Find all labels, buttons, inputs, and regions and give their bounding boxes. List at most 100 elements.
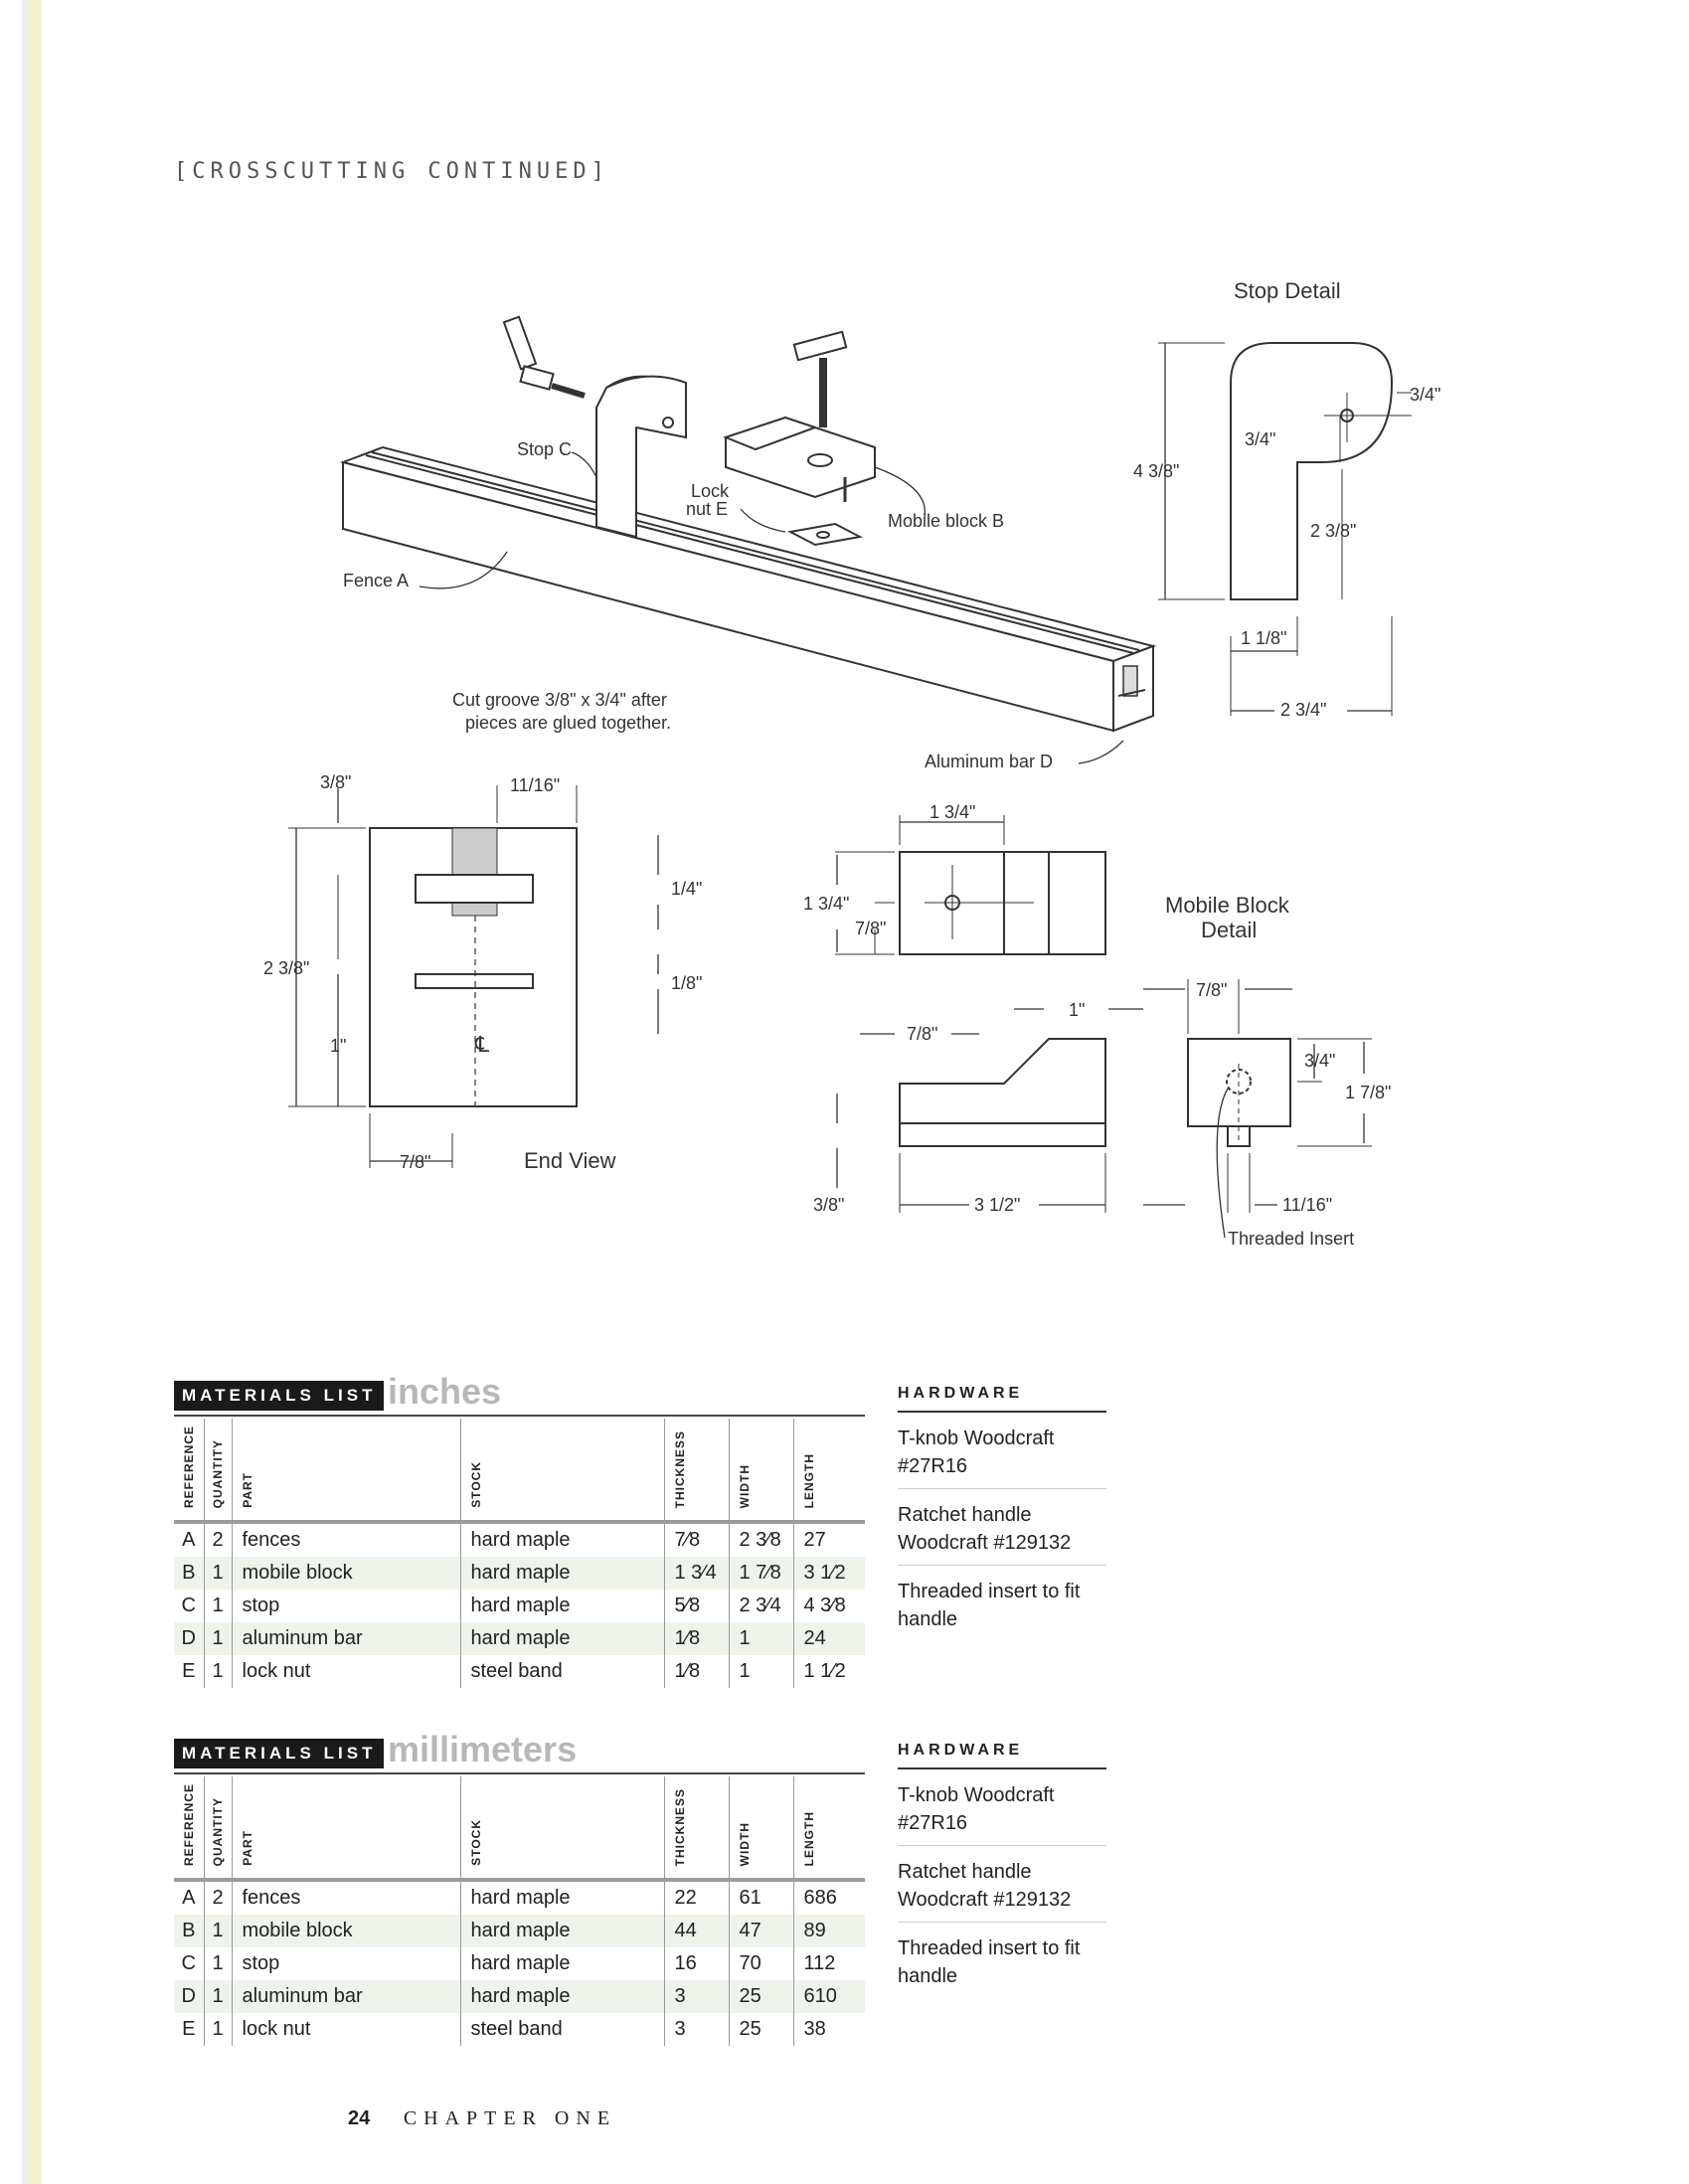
col-header: REFERENCE	[174, 1419, 204, 1524]
table-cell: hard maple	[459, 1915, 664, 1947]
table-cell: 1⁄8	[663, 1655, 729, 1688]
label-threaded-insert: Threaded Insert	[1228, 1229, 1354, 1249]
materials-list-unit: millimeters	[388, 1729, 578, 1769]
stop-detail-drawing	[1158, 342, 1412, 716]
label-lock-nut-1: Lock	[691, 481, 730, 501]
dim-block-3-1-2: 3 1/2"	[974, 1195, 1020, 1215]
dim-stop-2-3-4: 2 3/4"	[1280, 700, 1326, 720]
col-header: LENGTH	[792, 1776, 865, 1882]
dim-stop-3-4-b: 3/4"	[1245, 429, 1275, 449]
materials-list-badge: MATERIALS LIST	[174, 1381, 385, 1411]
table-cell: 1	[203, 1915, 232, 1947]
table-cell: aluminum bar	[231, 1980, 460, 2013]
dim-end-1-4: 1/4"	[671, 879, 702, 899]
table-cell: stop	[231, 1947, 460, 1980]
table-cell: hard maple	[459, 1622, 664, 1655]
materials-list-badge: MATERIALS LIST	[174, 1739, 385, 1768]
table-cell: hard maple	[459, 1557, 664, 1590]
title-end-view: End View	[524, 1148, 616, 1173]
table-cell: 3	[663, 1980, 729, 2013]
materials-list-unit: inches	[388, 1371, 502, 1412]
table-cell: B	[174, 1915, 204, 1947]
table-cell: 1⁄8	[663, 1622, 729, 1655]
page-number: 24	[348, 2107, 371, 2129]
table-cell: 61	[728, 1880, 793, 1915]
table-cell: 3 1⁄2	[792, 1557, 865, 1590]
section-label: [CROSSCUTTING CONTINUED]	[174, 159, 609, 184]
table-cell: stop	[231, 1590, 460, 1622]
table-cell: 2 3⁄4	[728, 1590, 793, 1622]
table-cell: 1	[203, 1947, 232, 1980]
table-cell: aluminum bar	[231, 1622, 460, 1655]
table-cell: steel band	[459, 1655, 664, 1688]
table-cell: 112	[792, 1947, 865, 1980]
col-header: QUANTITY	[203, 1419, 232, 1524]
table-cell: 16	[663, 1947, 729, 1980]
table-cell: D	[174, 1622, 204, 1655]
table-cell: 1	[203, 1557, 232, 1590]
dim-stop-4-3-8: 4 3/8"	[1133, 461, 1179, 481]
hardware-title: HARDWARE	[898, 1742, 1106, 1769]
hardware-item: Threaded insert to fit handle	[898, 1937, 1081, 1987]
col-header: THICKNESS	[663, 1776, 729, 1882]
table-cell: 1 7⁄8	[728, 1557, 793, 1590]
label-fence-a: Fence A	[343, 571, 409, 590]
hardware-item: Ratchet handle Woodcraft #129132	[898, 1846, 1106, 1923]
table-cell: 25	[728, 1980, 793, 2013]
table-cell: fences	[231, 1880, 460, 1915]
table-cell: 24	[792, 1622, 865, 1655]
dim-block-7-8-a: 7/8"	[855, 919, 886, 938]
table-cell: mobile block	[231, 1915, 460, 1947]
table-cell: 1	[728, 1622, 793, 1655]
dim-detail-11-16: 11/16"	[1282, 1195, 1332, 1215]
table-cell: 610	[792, 1980, 865, 2013]
table-cell: 3	[663, 2013, 729, 2046]
hardware-item: T-knob Woodcraft #27R16	[898, 1769, 1106, 1846]
table-cell: 38	[792, 2013, 865, 2046]
dim-stop-1-1-8: 1 1/8"	[1241, 628, 1286, 648]
table-cell: hard maple	[459, 1880, 664, 1915]
dim-end-1: 1"	[330, 1036, 346, 1056]
table-cell: 25	[728, 2013, 793, 2046]
table-cell: 44	[663, 1915, 729, 1947]
dim-detail-7-8: 7/8"	[1196, 980, 1227, 1000]
table-cell: 1	[203, 1980, 232, 2013]
hardware-list-1: HARDWARE T-knob Woodcraft #27R16 Ratchet…	[898, 1385, 1106, 1641]
table-cell: lock nut	[231, 2013, 460, 2046]
table-cell: B	[174, 1557, 204, 1590]
dim-block-1: 1"	[1069, 1000, 1085, 1020]
hardware-list-2: HARDWARE T-knob Woodcraft #27R16 Ratchet…	[898, 1742, 1106, 1998]
table-cell: 2	[203, 1522, 232, 1557]
table-cell: hard maple	[459, 1522, 664, 1557]
col-header: PART	[231, 1776, 460, 1882]
chapter-label: CHAPTER ONE	[403, 2107, 617, 2129]
table-cell: fences	[231, 1522, 460, 1557]
col-header: REFERENCE	[174, 1776, 204, 1882]
table-cell: lock nut	[231, 1655, 460, 1688]
table-cell: E	[182, 1660, 196, 1682]
note-cut-groove-2: pieces are glued together.	[465, 713, 671, 733]
note-cut-groove-1: Cut groove 3/8" x 3/4" after	[452, 690, 667, 710]
col-header: LENGTH	[792, 1419, 865, 1524]
table-cell: 4 3⁄8	[792, 1590, 865, 1622]
table-cell: hard maple	[459, 1980, 664, 2013]
hardware-item: Ratchet handle Woodcraft #129132	[898, 1489, 1106, 1566]
table-cell: mobile block	[231, 1557, 460, 1590]
col-header: QUANTITY	[203, 1776, 232, 1882]
hardware-item: T-knob Woodcraft #27R16	[898, 1413, 1106, 1489]
label-aluminum-bar-d: Aluminum bar D	[925, 752, 1053, 771]
table-cell: 70	[728, 1947, 793, 1980]
page-edge-tint	[30, 0, 42, 2184]
table-cell: 22	[663, 1880, 729, 1915]
dim-detail-1-7-8: 1 7/8"	[1345, 1083, 1391, 1102]
table-cell: hard maple	[459, 1947, 664, 1980]
table-cell: 1	[728, 1655, 793, 1688]
table-cell: 1	[203, 1622, 232, 1655]
table-cell: E	[182, 2018, 196, 2040]
dim-block-1-3-4-b: 1 3/4"	[803, 894, 849, 914]
